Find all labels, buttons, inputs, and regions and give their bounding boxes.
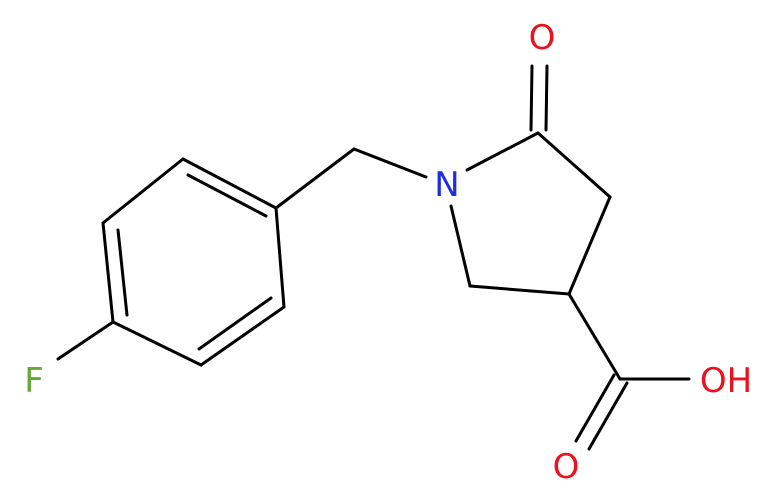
bond-c-f (56, 320, 115, 361)
bond-ring-ch2 (274, 147, 356, 210)
benzene-ring (101, 157, 286, 367)
bond-c3-c2 (468, 284, 571, 296)
bond-ring-5 (101, 221, 115, 324)
bond-c-o-b (587, 381, 629, 451)
bond-ring-4 (111, 320, 203, 367)
hydroxyl-label: OH (700, 361, 752, 401)
bond-ring-2 (274, 206, 286, 309)
ketone-oxygen-label: O (529, 18, 556, 58)
bond-c-o-a (574, 373, 616, 443)
bond-c5-c4 (536, 131, 612, 199)
bond-ring-1 (181, 157, 278, 210)
bond-c5-o-a (529, 64, 534, 132)
bond-ring-3-inner (197, 296, 273, 351)
bond-c2-n (449, 204, 472, 288)
bond-c3-cooh (567, 292, 622, 381)
bond-n-c5 (465, 131, 540, 172)
bond-ring-1-inner (186, 173, 268, 218)
nitrogen-label: N (434, 165, 459, 205)
bond-ring-6 (101, 157, 185, 225)
bond-c4-c3 (567, 195, 612, 296)
bond-ring-3 (199, 305, 286, 367)
fluorine-label: F (24, 361, 44, 401)
carbonyl-oxygen-label: O (553, 447, 580, 487)
bond-ring-5-inner (116, 228, 129, 317)
bond-c5-o-b (544, 64, 549, 132)
bond-ch2-n (352, 147, 428, 179)
